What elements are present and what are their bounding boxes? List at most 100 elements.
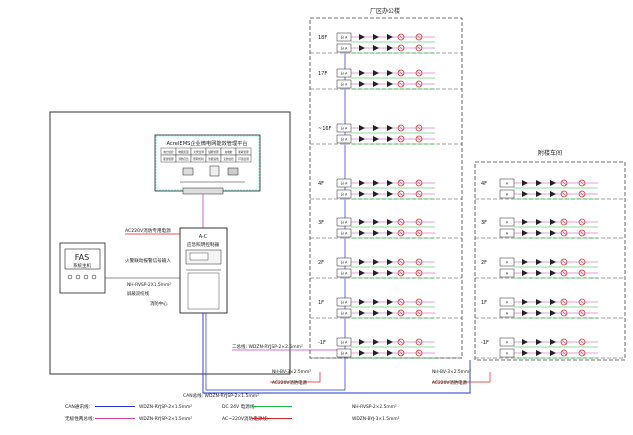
annex-floor-label: 3F <box>481 220 487 226</box>
platform-title: AcrelEMS企业微电网能效管理平台 <box>166 139 247 147</box>
exit-sign-icon <box>387 70 393 76</box>
control-room <box>49 111 291 375</box>
platform-module: 消防应急 <box>175 154 192 163</box>
floor-label: 17F <box>318 71 327 77</box>
platform-module: 充电桩 <box>220 147 237 156</box>
distribution-box-label: 分 A <box>341 220 348 225</box>
floor-label: ~16F <box>318 126 332 132</box>
distribution-box-label: A <box>506 261 509 265</box>
distribution-box-label: 分 A <box>341 231 348 236</box>
distribution-box-label: 分 A <box>341 340 348 345</box>
emergency-light-icon <box>578 338 586 346</box>
emergency-light-icon <box>397 338 405 346</box>
exit-sign-icon <box>387 270 393 276</box>
distribution-box-label: 分 A <box>341 192 348 197</box>
exit-sign-icon <box>522 219 528 225</box>
emergency-light-icon <box>560 179 568 187</box>
exit-sign-icon <box>373 299 379 305</box>
exit-sign-icon <box>359 259 365 265</box>
nh-bv-annex-label: NH-BV-3×2.5mm² <box>432 369 471 375</box>
exit-sign-icon <box>550 219 556 225</box>
ac220-annex-label: AC220V消防电源 <box>432 379 468 386</box>
exit-sign-icon <box>536 350 542 356</box>
emergency-light-icon <box>397 80 405 88</box>
distribution-box-label: A <box>506 301 509 305</box>
exit-sign-icon <box>359 34 365 40</box>
exit-sign-icon <box>536 191 542 197</box>
emergency-light-icon <box>397 309 405 317</box>
emergency-light-icon <box>560 338 568 346</box>
exit-sign-icon <box>522 270 528 276</box>
emergency-light-icon <box>397 135 405 143</box>
exit-sign-icon <box>536 219 542 225</box>
emergency-light-icon <box>560 349 568 357</box>
annex-floor-label: 4F <box>481 181 487 187</box>
main-building-title: 厂区办公楼 <box>370 7 400 15</box>
exit-sign-icon <box>536 339 542 345</box>
emergency-light-icon <box>397 269 405 277</box>
legend-spec: WDZN-RYJSP-2×1.5mm² <box>139 416 192 422</box>
distribution-box-label: 分 A <box>341 82 348 87</box>
exit-sign-icon <box>522 191 528 197</box>
distribution-box-label: 分 A <box>341 311 348 316</box>
distribution-box-label: 分 A <box>341 300 348 305</box>
exit-sign-icon <box>387 136 393 142</box>
exit-sign-icon <box>536 259 542 265</box>
fire-link-input-label: 火警联动报警信号输入 <box>125 257 171 264</box>
legend-spec: NH-RVSP-2×2.5mm² <box>352 404 397 410</box>
exit-sign-icon <box>387 81 393 87</box>
platform-module-label: 电力监控 <box>163 150 174 154</box>
exit-sign-icon <box>387 45 393 51</box>
exit-sign-icon <box>387 299 393 305</box>
platform-module: 能耗管理 <box>235 147 252 156</box>
emergency-light-icon <box>415 179 423 187</box>
emergency-light-icon <box>578 190 586 198</box>
annex-building-title: 附楼车间 <box>538 149 562 157</box>
exit-sign-icon <box>373 81 379 87</box>
fas-subtitle: 系统主机 <box>73 262 91 269</box>
exit-sign-icon <box>550 259 556 265</box>
emergency-light-icon <box>415 135 423 143</box>
emergency-controller: A-C 应急照明控制器 <box>179 227 228 314</box>
distribution-box-label: A <box>506 312 509 316</box>
emergency-light-icon <box>397 69 405 77</box>
emergency-light-icon <box>415 258 423 266</box>
exit-sign-icon <box>536 230 542 236</box>
exit-sign-icon <box>359 299 365 305</box>
legend-spec: WDZN-RYJSP-2×1.5mm² <box>139 404 192 410</box>
exit-sign-icon <box>359 70 365 76</box>
exit-sign-icon <box>387 34 393 40</box>
exit-sign-icon <box>359 350 365 356</box>
legend-item: CAN通讯线:WDZN-RYJSP-2×1.5mm² <box>65 403 192 410</box>
exit-sign-icon <box>373 350 379 356</box>
emergency-light-icon <box>560 298 568 306</box>
platform-module-label: 智能运维 <box>208 157 219 161</box>
exit-sign-icon <box>359 180 365 186</box>
emergency-light-icon <box>415 349 423 357</box>
emergency-light-icon <box>560 269 568 277</box>
legend-label: DC 24V 电源线: <box>222 403 256 410</box>
exit-sign-icon <box>359 339 365 345</box>
exit-sign-icon <box>387 339 393 345</box>
distribution-box-label: 分 A <box>341 260 348 265</box>
exit-sign-icon <box>373 219 379 225</box>
legend-item: 无极性两总线:WDZN-RYJSP-2×1.5mm² <box>65 415 192 422</box>
exit-sign-icon <box>536 310 542 316</box>
emergency-light-icon <box>397 298 405 306</box>
exit-sign-icon <box>550 310 556 316</box>
exit-sign-icon <box>550 299 556 305</box>
emergency-light-icon <box>578 269 586 277</box>
distribution-box-label: 分 A <box>341 126 348 131</box>
printer-icon <box>227 167 239 176</box>
distribution-box-label: A <box>506 221 509 225</box>
platform-module-label: 能耗管理 <box>238 150 249 154</box>
exit-sign-icon <box>359 310 365 316</box>
platform-panel: AcrelEMS企业微电网能效管理平台 电力监控电能质量光伏监测储能管理充电桩能… <box>154 134 261 192</box>
nh-bv-main-label: NH-BV-3×2.5mm² <box>272 369 311 375</box>
